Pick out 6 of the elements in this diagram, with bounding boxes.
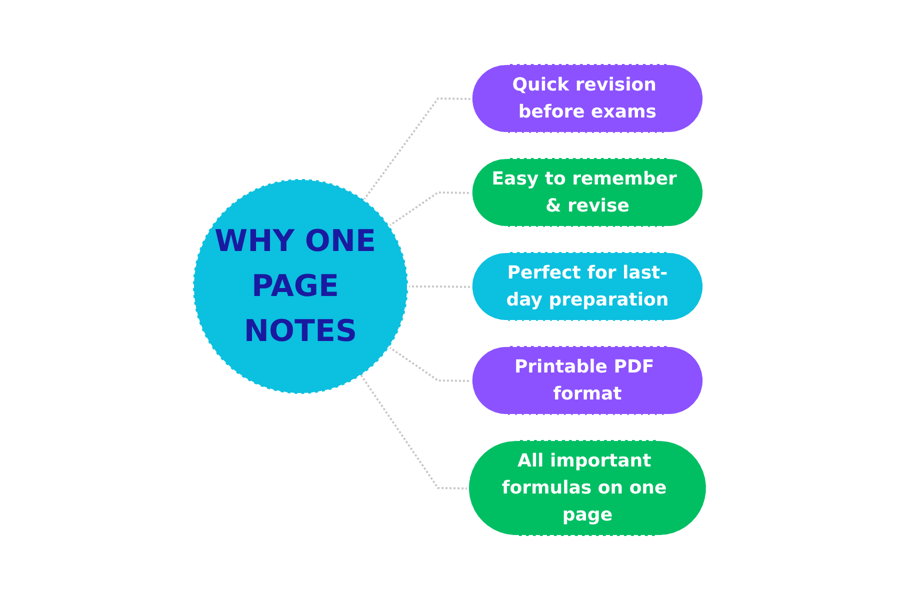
connector [363,98,472,200]
connector [388,192,472,227]
connector [388,346,472,382]
node-circle: WHY ONE PAGE NOTES [192,178,410,395]
connector [360,374,469,490]
connector [408,286,472,288]
